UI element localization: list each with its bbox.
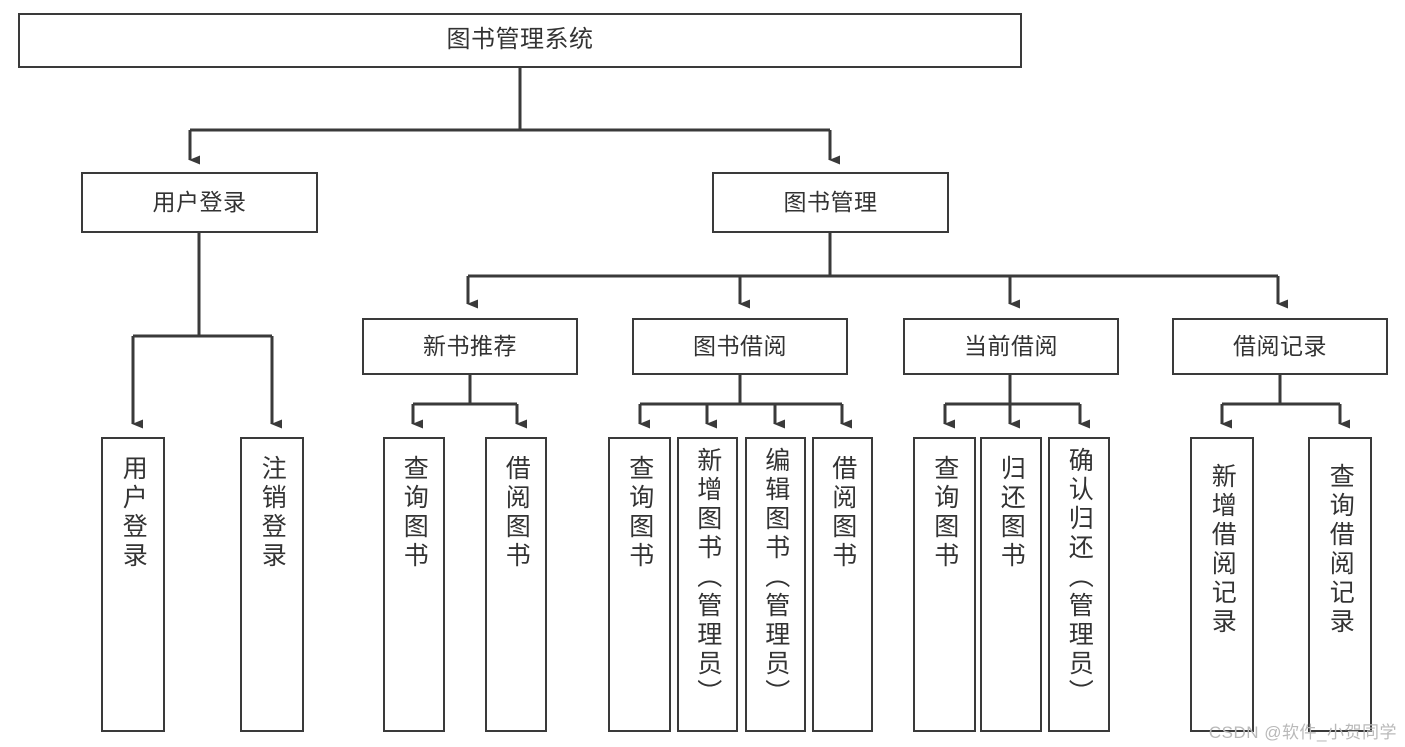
leaf-borrow-book-borrow[interactable]: 借阅图书 (812, 437, 873, 732)
node-label: 新书推荐 (423, 332, 517, 359)
node-label: 借阅图书 (828, 455, 857, 571)
node-label: 图书借阅 (693, 332, 787, 359)
leaf-edit-book-admin[interactable]: 编辑图书（管理员） (745, 437, 806, 732)
node-root-book-management-system[interactable]: 图书管理系统 (18, 13, 1022, 68)
leaf-add-book-admin[interactable]: 新增图书（管理员） (677, 437, 738, 732)
node-label: 用户登录 (152, 188, 247, 215)
node-label: 查询图书 (625, 455, 654, 571)
node-label: 归还图书 (997, 455, 1026, 571)
node-user-login[interactable]: 用户登录 (81, 172, 318, 233)
node-book-borrow[interactable]: 图书借阅 (632, 318, 848, 375)
leaf-query-book-new-book[interactable]: 查询图书 (383, 437, 445, 732)
node-label: 图书管理 (783, 188, 878, 215)
node-borrow-record[interactable]: 借阅记录 (1172, 318, 1388, 375)
node-label: 查询图书 (930, 455, 959, 571)
node-book-management[interactable]: 图书管理 (712, 172, 949, 233)
node-label: 查询借阅记录 (1326, 463, 1355, 637)
node-label: 借阅图书 (502, 455, 531, 571)
leaf-query-borrow-record[interactable]: 查询借阅记录 (1308, 437, 1372, 732)
leaf-add-borrow-record[interactable]: 新增借阅记录 (1190, 437, 1254, 732)
csdn-watermark: CSDN @软件_小贺同学 (1208, 723, 1397, 742)
node-label: 编辑图书（管理员） (761, 447, 790, 708)
node-label: 用户登录 (119, 455, 148, 571)
node-label: 借阅记录 (1233, 332, 1327, 359)
leaf-logout-login[interactable]: 注销登录 (240, 437, 304, 732)
node-label: 注销登录 (258, 455, 287, 571)
node-label: 新增借阅记录 (1208, 463, 1237, 637)
node-current-borrow[interactable]: 当前借阅 (903, 318, 1119, 375)
node-new-book-recommend[interactable]: 新书推荐 (362, 318, 578, 375)
node-label: 当前借阅 (964, 332, 1058, 359)
node-label: 新增图书（管理员） (693, 447, 722, 708)
leaf-return-book[interactable]: 归还图书 (980, 437, 1042, 732)
node-label: 查询图书 (400, 455, 429, 571)
leaf-confirm-return-admin[interactable]: 确认归还（管理员） (1048, 437, 1110, 732)
node-label: 确认归还（管理员） (1065, 447, 1094, 708)
leaf-borrow-book-new-book[interactable]: 借阅图书 (485, 437, 547, 732)
leaf-query-book-borrow[interactable]: 查询图书 (608, 437, 671, 732)
leaf-query-book-current[interactable]: 查询图书 (913, 437, 976, 732)
leaf-user-login[interactable]: 用户登录 (101, 437, 165, 732)
node-label: 图书管理系统 (446, 26, 594, 54)
